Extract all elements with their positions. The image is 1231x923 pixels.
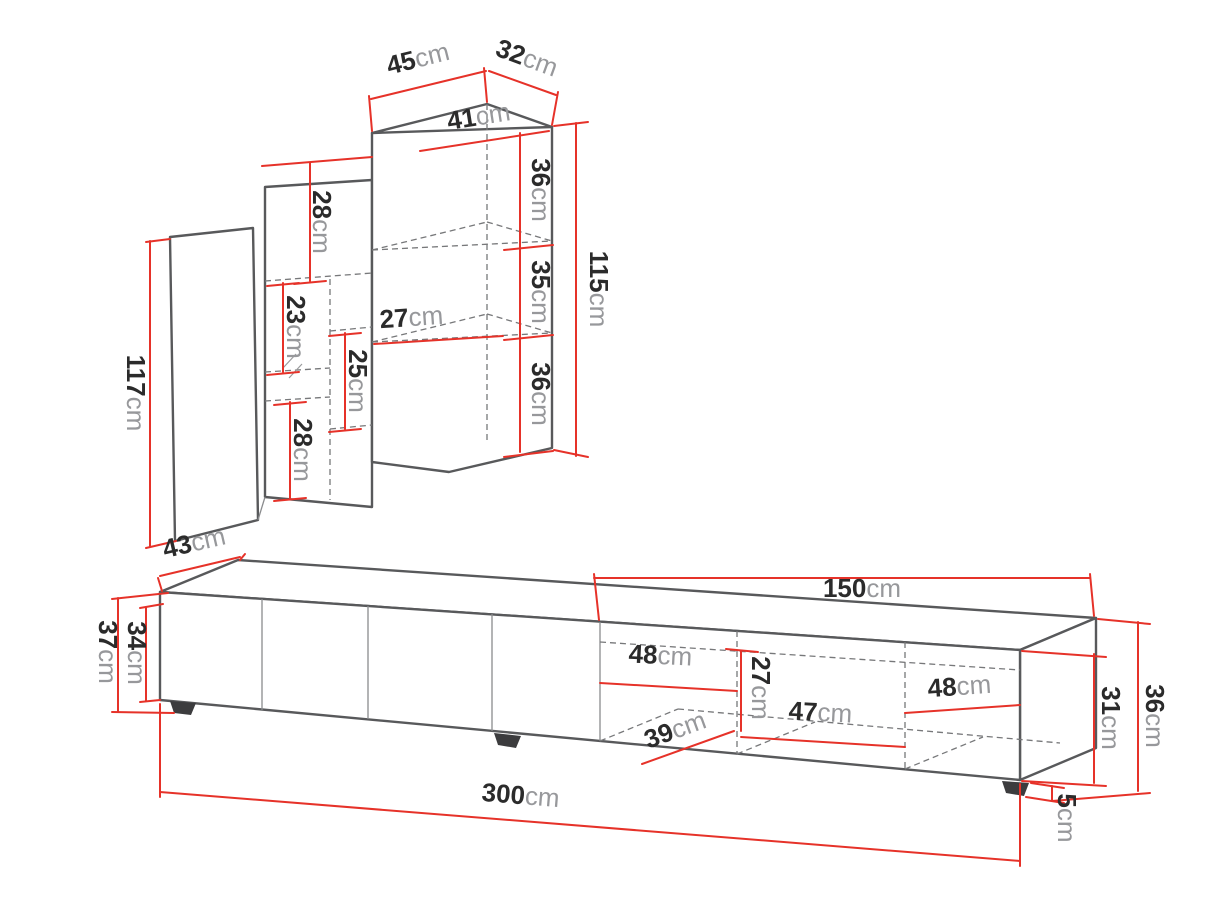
wall-unit-top-front-edge [370,125,554,135]
dim-height-total-left-label: 37cm [93,620,123,684]
dim-depth-top [488,70,559,126]
dim-height-body-left-label: 34cm [122,621,152,685]
dim-middle-niches [261,156,504,502]
dim-niche-c-label: 25cm [343,349,373,413]
dim-width-total-label: 300cm [481,777,561,813]
wall-unit [168,102,554,543]
dim-height-body-right [1021,650,1107,787]
dim-right-niches [503,132,554,458]
dim-width-inner-top [419,130,550,152]
dim-side-panel-height [145,238,177,549]
wall-unit-dimensions [145,67,589,549]
tv-stand-feet [170,701,1029,796]
wall-unit-hidden-lines [264,104,553,500]
dim-depth-label: 43cm [160,520,229,564]
dim-height-body-right-label: 31cm [1096,686,1126,750]
dim-height-total-right-label: 36cm [1140,684,1170,748]
dim-niche-bottom-label: 36cm [526,362,556,426]
dim-depth [157,553,246,592]
dim-foot-height [1025,782,1065,804]
dim-height-body-left [139,603,164,703]
tv-stand-dimensions [111,553,1151,867]
dim-niche-middle-label: 35cm [526,260,556,324]
dim-niche-a-label: 28cm [307,190,337,254]
dim-niche-d-label: 28cm [288,418,318,482]
foot-left [170,701,196,715]
dim-height-main [553,121,589,458]
dim-width-right-section [593,573,1095,621]
dim-height-total-right [1051,618,1151,802]
dimension-labels: 45cm 32cm 41cm 36cm 35cm 36cm 115cm 117c… [93,33,1170,843]
dim-foot-height-label: 5cm [1052,793,1082,842]
foot-middle [494,733,521,748]
dim-niche-b-label: 23cm [281,295,311,359]
dim-width-inner-label: 27cm [379,300,445,334]
dim-height-main-label: 115cm [584,251,614,328]
dim-width-inner-top-label: 41cm [445,96,513,136]
dim-width-top-label: 45cm [383,36,452,80]
tv-stand [158,558,1098,796]
dim-compartment-b-label: 47cm [788,695,853,728]
foot-right [1002,781,1029,796]
dim-compartment-c-label: 48cm [927,669,993,703]
wall-unit-right-column [370,102,554,474]
dim-inner-height-label: 27cm [746,656,776,720]
dim-niche-top-label: 36cm [526,158,556,222]
wall-unit-side-panel [168,226,260,543]
tv-stand-front-face [158,590,1022,782]
dim-compartments [599,648,1021,765]
dim-compartment-a-label: 48cm [628,638,693,671]
tv-stand-door-seams [261,599,601,741]
dim-side-panel-height-label: 117cm [121,355,151,432]
dim-width-right-section-label: 150cm [823,573,901,603]
dim-width-top [368,67,488,132]
wall-unit-step-seam [257,496,266,521]
dim-width-total [159,703,1021,867]
glass-shine-marks [282,353,303,379]
dim-height-total-left [111,592,175,714]
